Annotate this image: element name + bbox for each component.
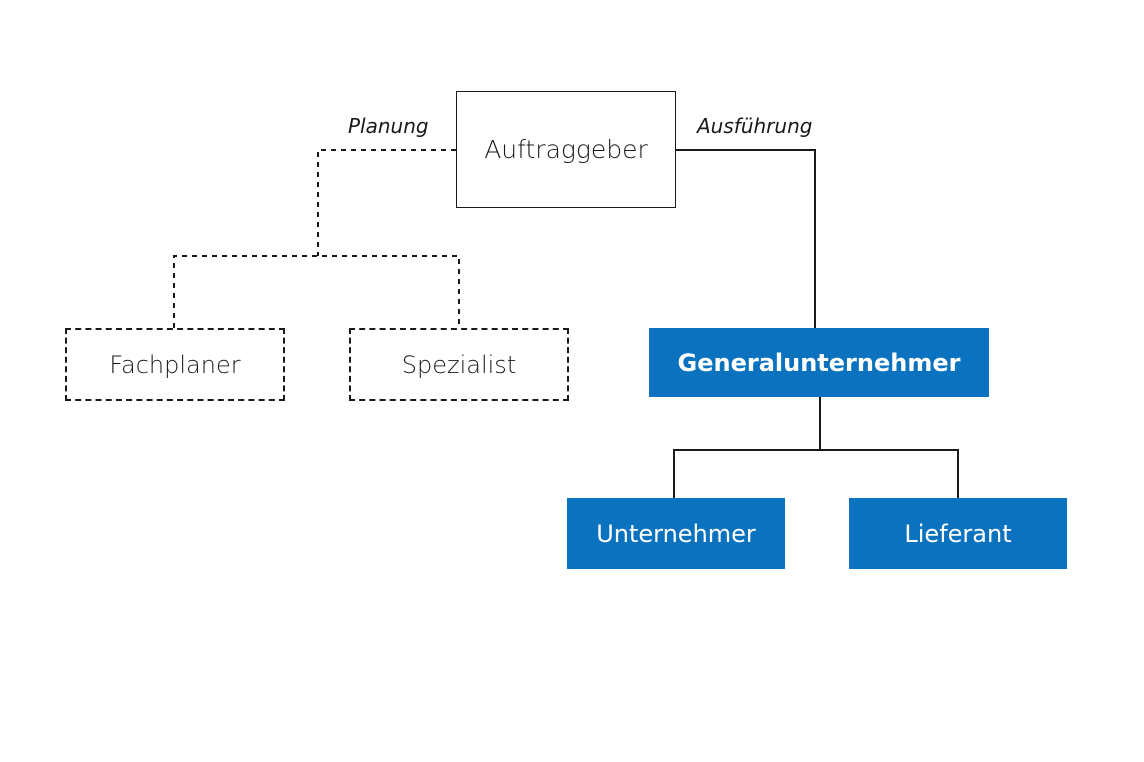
contractor-node: Unternehmer (567, 498, 785, 569)
planning-line-split (173, 255, 460, 328)
general-contractor-label: Generalunternehmer (677, 348, 961, 377)
specialist-label: Spezialist (401, 350, 517, 379)
specialist-node: Spezialist (349, 328, 569, 401)
client-node: Auftraggeber (456, 91, 676, 208)
general-contractor-node: Generalunternehmer (649, 328, 989, 397)
planning-line-client (317, 149, 456, 256)
planner-label: Fachplaner (109, 350, 241, 379)
execution-line-client (676, 149, 816, 328)
execution-label: Ausführung (697, 114, 813, 138)
execution-line-split (673, 449, 959, 498)
contractor-label: Unternehmer (596, 519, 756, 548)
planning-label: Planung (348, 114, 429, 138)
supplier-label: Lieferant (904, 519, 1012, 548)
supplier-node: Lieferant (849, 498, 1067, 569)
client-label: Auftraggeber (484, 135, 648, 164)
planner-node: Fachplaner (65, 328, 285, 401)
planning-connectors (173, 149, 460, 328)
execution-connectors (673, 149, 959, 498)
